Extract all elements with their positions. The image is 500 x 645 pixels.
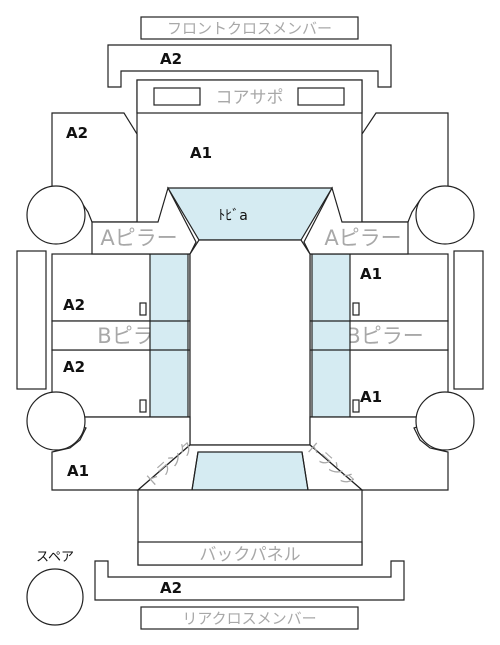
rear-right-quarter[interactable] — [309, 416, 449, 491]
front-right-wheel[interactable] — [415, 185, 475, 245]
trunk-left-divider — [191, 451, 199, 491]
grade-front-left-door: A2 — [63, 296, 85, 314]
grade-front-left: A2 — [66, 124, 88, 142]
left-rocker-panel[interactable] — [16, 250, 47, 390]
front-left-door-handle-icon — [139, 302, 147, 316]
core-support-panel[interactable] — [136, 79, 363, 114]
back-panel-label: バックパネル — [199, 545, 300, 565]
rear-left-quarter[interactable] — [51, 416, 191, 491]
windshield-label: ﾄﾋﾞa — [218, 208, 248, 224]
right-rocker-panel[interactable] — [453, 250, 484, 390]
front-member-bracket[interactable] — [107, 44, 392, 88]
left-a-pillar[interactable] — [91, 186, 197, 255]
front-cross-member-label: フロントクロスメンバー — [167, 20, 332, 38]
grade-rear-left-door: A2 — [63, 358, 85, 376]
rear-member-bracket[interactable] — [94, 560, 405, 601]
back-panel[interactable] — [137, 541, 363, 566]
left-a-pillar-label: Aピラー — [100, 226, 177, 250]
rear-right-wheel[interactable] — [415, 391, 475, 451]
rear-cross-member-label: リアクロスメンバー — [182, 610, 316, 628]
rear-window[interactable] — [191, 451, 309, 491]
grade-rear-left: A1 — [67, 462, 89, 480]
grade-front-member: A2 — [160, 50, 182, 68]
right-a-pillar[interactable] — [303, 186, 409, 255]
rear-right-door-handle-icon — [352, 399, 360, 413]
right-a-pillar-label: Aピラー — [324, 226, 401, 250]
rear-cross-member-box[interactable] — [140, 606, 359, 630]
trunk-right-divider — [301, 451, 309, 491]
grade-front-right-door: A1 — [360, 265, 382, 283]
front-left-wheel[interactable] — [26, 185, 86, 245]
front-right-door-handle-icon — [352, 302, 360, 316]
grade-front-center: A1 — [190, 144, 212, 162]
spare-tire[interactable] — [26, 568, 84, 626]
left-side-windows[interactable] — [149, 253, 189, 418]
right-side-windows[interactable] — [311, 253, 351, 418]
right-b-pillar-label: Bピラー — [346, 324, 423, 348]
rear-left-wheel[interactable] — [26, 391, 86, 451]
roof-panel[interactable] — [189, 239, 311, 446]
front-cross-member-box[interactable] — [140, 16, 359, 40]
grade-rear-right-door: A1 — [360, 388, 382, 406]
core-support-label: コアサポ — [216, 88, 284, 108]
core-support-left-slot — [153, 87, 201, 106]
rear-left-door-handle-icon — [139, 399, 147, 413]
spare-tire-label: スペア — [36, 550, 74, 565]
grade-rear-member: A2 — [160, 579, 182, 597]
core-support-right-slot — [297, 87, 345, 106]
